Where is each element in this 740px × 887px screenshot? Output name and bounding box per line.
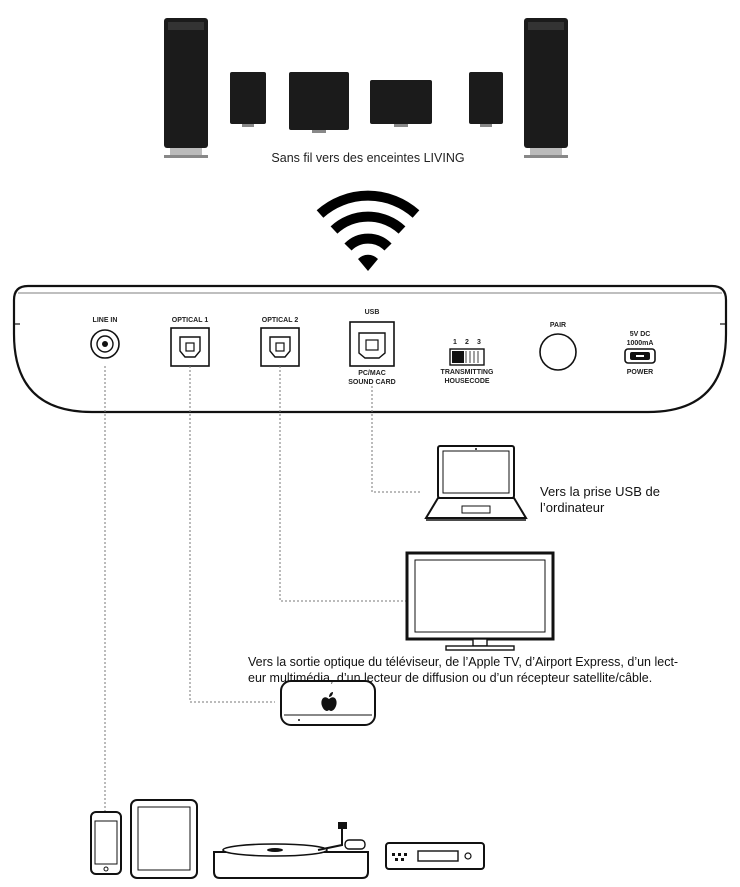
laptop-icon [424,445,528,521]
phone-icon [90,811,122,875]
usb-destination-label: Vers la prise USB de l’ordinateur [540,484,660,516]
optical-destination-line-2: eur multimédia, d’un lecteur de diffusio… [248,671,653,685]
optical-2-label: OPTICAL 2 [262,317,299,324]
switch-number-1: 1 [453,339,457,346]
tower-speaker-left [164,18,208,158]
speaker-group: Sans fil vers des enceintes LIVING [164,18,568,165]
cable-usb [371,386,420,493]
tv-icon [405,551,555,651]
housecode-label: HOUSECODE [444,378,489,385]
media-player-icon [385,842,485,870]
satellite-speaker-right [469,72,503,127]
satellite-speaker-left [230,72,266,127]
optical-destination-line-1: Vers la sortie optique du téléviseur, de… [248,655,679,669]
tower-speaker-right [524,18,568,158]
switch-number-3: 3 [477,339,481,346]
transmitting-label: TRANSMITTING [441,369,494,376]
cable-optical-1 [189,366,275,703]
power-port[interactable]: 5V DC 1000mA POWER [624,331,656,376]
optical-1-label: OPTICAL 1 [172,317,209,324]
usb-label: USB [365,309,380,316]
optical-2-port[interactable]: OPTICAL 2 [260,317,300,367]
power-rating-1: 5V DC [630,331,651,338]
pair-label: PAIR [550,322,566,329]
optical-destination-label: Vers la sortie optique du téléviseur, de… [248,654,738,686]
housecode-switch[interactable]: 1 2 3 TRANSMITTING HOUSECODE [441,339,494,385]
speakers-caption: Sans fil vers des enceintes LIVING [271,151,464,165]
center-speaker-1 [289,72,349,133]
power-label: POWER [627,369,653,376]
apple-tv-icon [280,680,376,726]
line-in-label: LINE IN [93,317,118,324]
usb-sub-label-2: SOUND CARD [348,379,395,386]
usb-destination-line-1: Vers la prise USB de [540,484,660,499]
transmitter-hub: LINE IN OPTICAL 1 OPTICAL 2 USB PC/MAC [12,284,728,414]
usb-port[interactable]: USB PC/MAC SOUND CARD [348,309,395,386]
power-rating-2: 1000mA [627,340,654,347]
switch-number-2: 2 [465,339,469,346]
wifi-icon [316,190,420,271]
line-in-port[interactable]: LINE IN [90,317,120,359]
apple-logo-icon [321,692,337,711]
cables [104,366,420,812]
center-speaker-2 [370,80,432,127]
usb-sub-label-1: PC/MAC [358,370,386,377]
turntable-icon [213,822,369,879]
tablet-icon [130,799,198,879]
usb-destination-line-2: l’ordinateur [540,500,605,515]
pair-button[interactable]: PAIR [539,322,577,371]
